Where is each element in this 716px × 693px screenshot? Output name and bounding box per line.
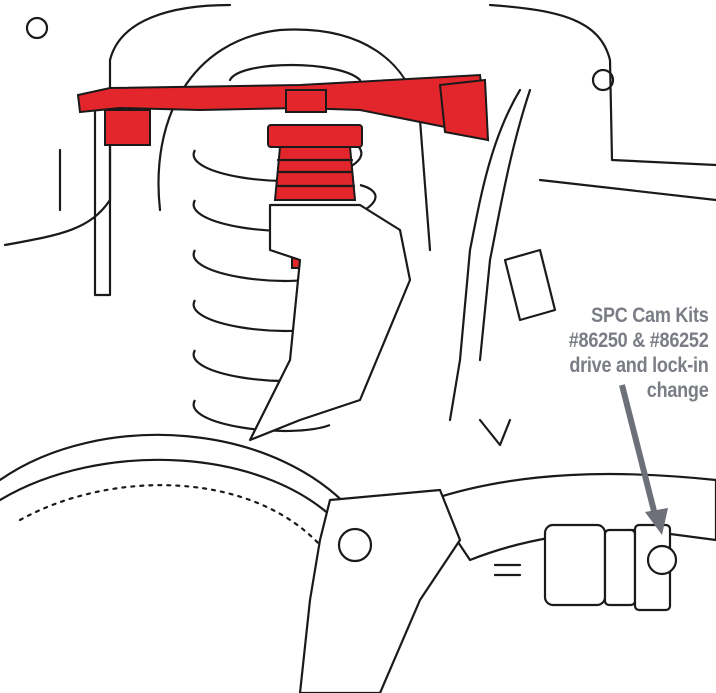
shock-tower [157,28,432,252]
callout-label: SPC Cam Kits #86250 & #86252 drive and l… [568,303,708,403]
upper-control-arm [76,73,490,269]
lower-control-arm [428,472,716,612]
brake-rotor [0,433,362,547]
callout-arrow [619,384,668,535]
callout-line-4: change [646,379,708,402]
callout-line-3: drive and lock-in [568,354,708,377]
callout-line-2: #86250 & #86252 [568,329,708,352]
steering-knuckle [248,203,412,442]
frame-outline [3,3,716,297]
brake-caliper [298,488,462,693]
brake-lines [448,88,557,447]
callout-line-1: SPC Cam Kits [590,304,709,327]
